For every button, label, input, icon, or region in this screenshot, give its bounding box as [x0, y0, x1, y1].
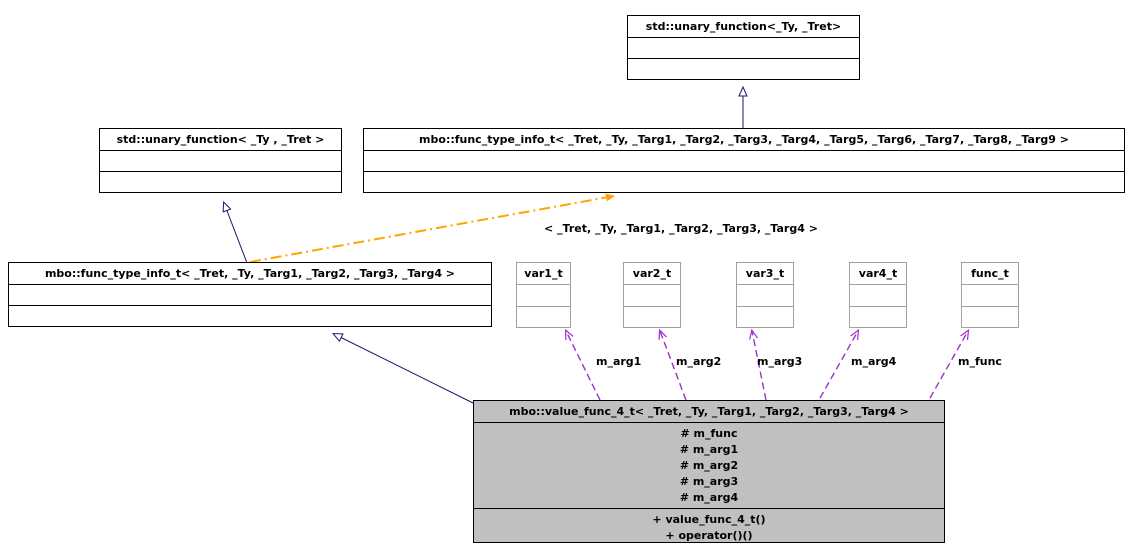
inheritance-edge-ftypeinfo4-to-unary-left	[222, 200, 248, 264]
class-node-var4-t[interactable]: var4_t	[849, 262, 907, 328]
class-attributes-section: # m_func # m_arg1 # m_arg2 # m_arg3 # m_…	[474, 422, 944, 508]
class-attributes-section	[517, 284, 570, 306]
edge-label-m-arg3: m_arg3	[757, 355, 803, 368]
class-operations-section	[850, 305, 906, 328]
class-node-std-unary-function-top[interactable]: std::unary_function<_Ty, _Tret>	[627, 15, 860, 80]
edge-label-m-arg2: m_arg2	[676, 355, 722, 368]
class-node-var1-t[interactable]: var1_t	[516, 262, 571, 328]
class-operations-section	[100, 171, 341, 192]
attribute-row: # m_func	[680, 427, 738, 440]
class-attributes-section	[737, 284, 793, 306]
class-title: std::unary_function<_Ty, _Tret>	[645, 20, 842, 33]
class-attributes-section	[624, 284, 680, 306]
class-title: var4_t	[858, 267, 898, 280]
class-operations-section	[517, 305, 570, 328]
edge-label-m-arg4: m_arg4	[851, 355, 897, 368]
attribute-row: # m_arg4	[679, 491, 739, 504]
class-node-var3-t[interactable]: var3_t	[736, 262, 794, 328]
class-title: var3_t	[745, 267, 785, 280]
class-title: var2_t	[632, 267, 672, 280]
edge-label-m-arg1: m_arg1	[596, 355, 642, 368]
inheritance-edge-valuefunc4-to-ftypeinfo4	[332, 333, 474, 404]
class-attributes-section	[628, 37, 859, 58]
class-attributes-section	[9, 284, 491, 305]
usage-edge-m_arg1	[564, 328, 601, 401]
class-operations-section	[628, 58, 859, 79]
edge-label-template-binding: < _Tret, _Ty, _Targ1, _Targ2, _Targ3, _T…	[544, 222, 818, 235]
class-node-value-func-4-t[interactable]: mbo::value_func_4_t< _Tret, _Ty, _Targ1,…	[473, 400, 945, 543]
class-operations-section	[737, 305, 793, 328]
class-operations-section	[9, 305, 491, 326]
class-title: var1_t	[524, 267, 563, 280]
class-operations-section	[364, 171, 1124, 192]
class-attributes-section	[850, 284, 906, 306]
class-node-func-t[interactable]: func_t	[961, 262, 1019, 328]
class-node-var2-t[interactable]: var2_t	[623, 262, 681, 328]
class-operations-section	[624, 305, 680, 328]
class-node-std-unary-function-left[interactable]: std::unary_function< _Ty , _Tret >	[99, 128, 342, 193]
attribute-row: # m_arg1	[679, 443, 739, 456]
attribute-row: # m_arg2	[679, 459, 739, 472]
class-title: mbo::value_func_4_t< _Tret, _Ty, _Targ1,…	[509, 405, 909, 418]
class-operations-section	[962, 305, 1018, 328]
class-attributes-section	[364, 150, 1124, 171]
class-node-func-type-info-t-9[interactable]: mbo::func_type_info_t< _Tret, _Ty, _Targ…	[363, 128, 1125, 193]
attribute-row: # m_arg3	[679, 475, 739, 488]
class-title: mbo::func_type_info_t< _Tret, _Ty, _Targ…	[44, 267, 456, 280]
class-attributes-section	[100, 150, 341, 171]
class-operations-section: + value_func_4_t() + operator()()	[474, 508, 944, 546]
operation-row: + value_func_4_t()	[652, 513, 766, 526]
class-title: mbo::func_type_info_t< _Tret, _Ty, _Targ…	[419, 133, 1069, 146]
operation-row: + operator()()	[665, 529, 753, 542]
class-title: func_t	[971, 267, 1009, 280]
class-node-func-type-info-t-4[interactable]: mbo::func_type_info_t< _Tret, _Ty, _Targ…	[8, 262, 492, 327]
class-attributes-section	[962, 284, 1018, 306]
edge-label-m-func: m_func	[958, 355, 1002, 368]
class-title: std::unary_function< _Ty , _Tret >	[116, 133, 325, 146]
